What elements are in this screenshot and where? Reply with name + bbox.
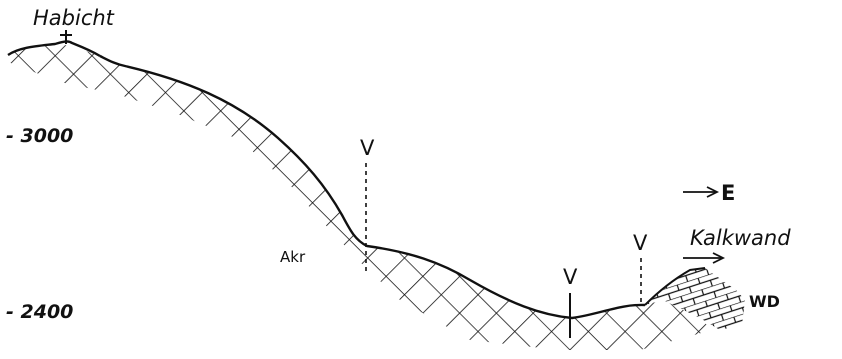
v-marker-2: V xyxy=(563,265,578,289)
kalkwand-arrow-icon xyxy=(683,252,726,264)
summit-cross-icon xyxy=(60,30,72,44)
peak-label: Habicht xyxy=(33,6,115,30)
east-label: E xyxy=(721,181,735,205)
limestone-outline xyxy=(644,267,706,306)
v-marker-3: V xyxy=(633,231,648,255)
akr-label: Akr xyxy=(280,248,306,266)
crystalline-rock-hatch xyxy=(8,44,712,350)
kalkwand-label: Kalkwand xyxy=(690,226,791,250)
terrain-profile xyxy=(99,54,646,320)
peak-hump xyxy=(7,40,101,58)
elevation-label-3000: - 3000 xyxy=(6,125,73,147)
elevation-label-2400: - 2400 xyxy=(6,301,73,323)
east-arrow-icon xyxy=(683,186,720,198)
v-marker-1: V xyxy=(360,136,375,160)
wd-label: WD xyxy=(749,292,780,311)
